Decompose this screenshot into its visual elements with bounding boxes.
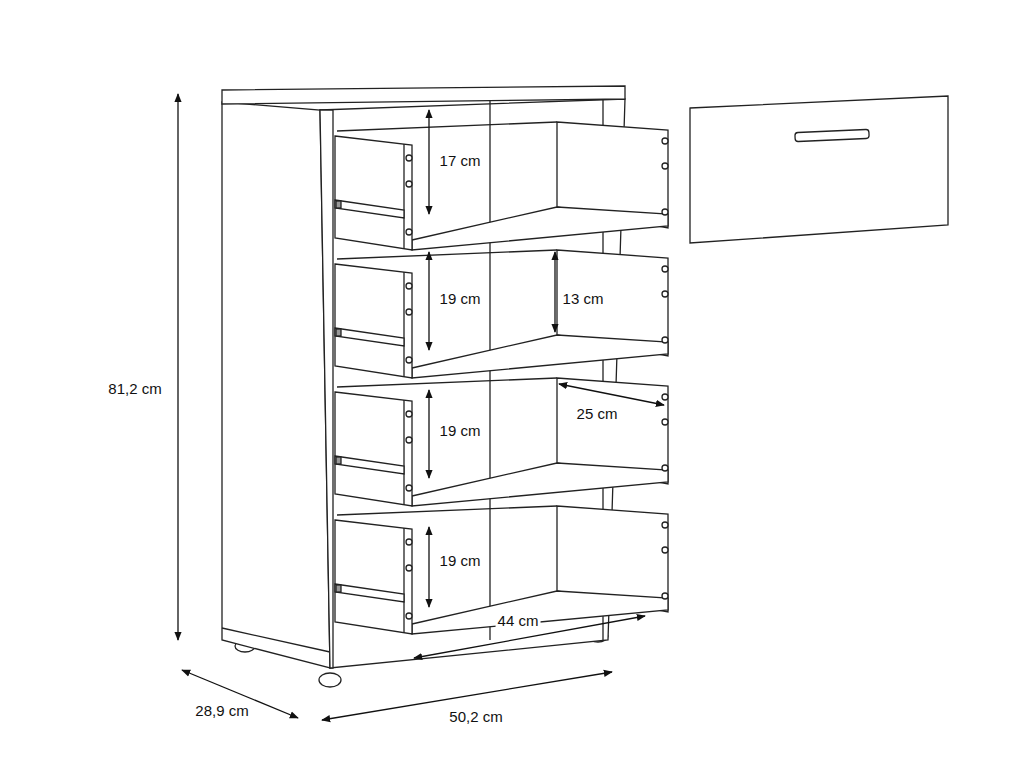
line-art (177, 94, 178, 640)
dimension-label: 81,2 cm (106, 380, 163, 398)
line-art (222, 86, 625, 104)
line-art (335, 506, 668, 634)
line-art (428, 527, 429, 607)
line-art (559, 384, 664, 405)
dimension-label: 19 cm (438, 552, 483, 570)
dimension-label: 28,9 cm (193, 702, 250, 720)
drawer-front (690, 96, 948, 243)
dimension-lines (178, 94, 664, 720)
line-art (795, 129, 869, 141)
line-art (335, 122, 668, 250)
dimension-label: 17 cm (438, 152, 483, 170)
dimension-label: 19 cm (438, 422, 483, 440)
dimension-label: 25 cm (575, 405, 620, 423)
line-art (428, 390, 429, 478)
line-art (554, 252, 555, 332)
line-art (319, 673, 341, 687)
line-art (222, 102, 330, 668)
line-art (222, 628, 330, 652)
dimension-label: 50,2 cm (447, 708, 504, 726)
line-art (428, 252, 429, 350)
drawers (335, 122, 668, 634)
line-art (335, 378, 668, 506)
dimension-label: 13 cm (561, 290, 606, 308)
dimension-label: 19 cm (438, 290, 483, 308)
line-art (320, 110, 333, 668)
line-art (335, 250, 668, 378)
line-art (690, 96, 948, 243)
line-art (428, 110, 429, 214)
dimension-label: 44 cm (496, 612, 541, 630)
